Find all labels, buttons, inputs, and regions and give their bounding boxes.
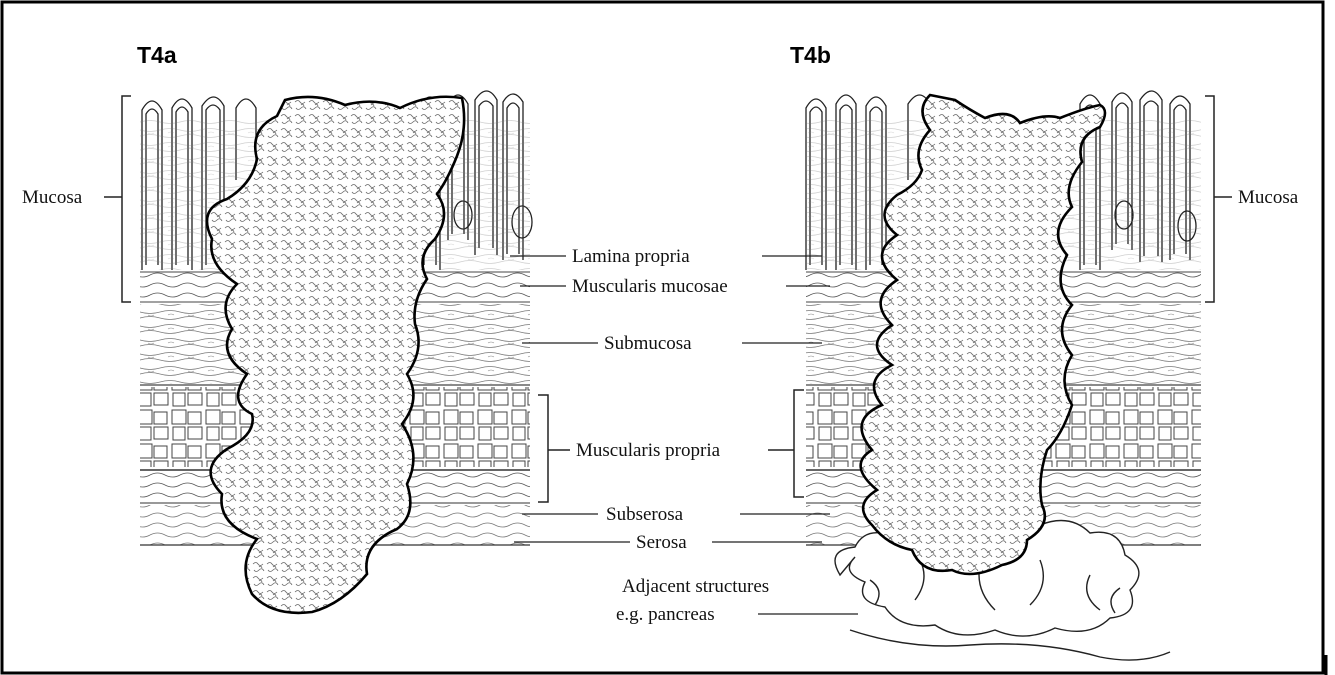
mucosa-bracket-right [1205, 96, 1232, 302]
label-pancreas-example: e.g. pancreas [616, 604, 715, 625]
leader-lines [510, 256, 858, 614]
label-adjacent-structures: Adjacent structures [622, 576, 769, 597]
panel-title-t4a: T4a [137, 42, 177, 68]
label-submucosa: Submucosa [604, 333, 692, 354]
mucosa-bracket-left [104, 96, 131, 302]
label-mucosa-left: Mucosa [22, 187, 83, 208]
label-mucosa-right: Mucosa [1238, 187, 1299, 208]
label-muscularis-propria: Muscularis propria [576, 440, 721, 461]
label-serosa: Serosa [636, 532, 687, 553]
label-muscularis-mucosae: Muscularis mucosae [572, 276, 728, 297]
label-subserosa: Subserosa [606, 504, 684, 525]
label-lamina-propria: Lamina propria [572, 246, 690, 267]
panel-title-t4b: T4b [790, 42, 831, 68]
